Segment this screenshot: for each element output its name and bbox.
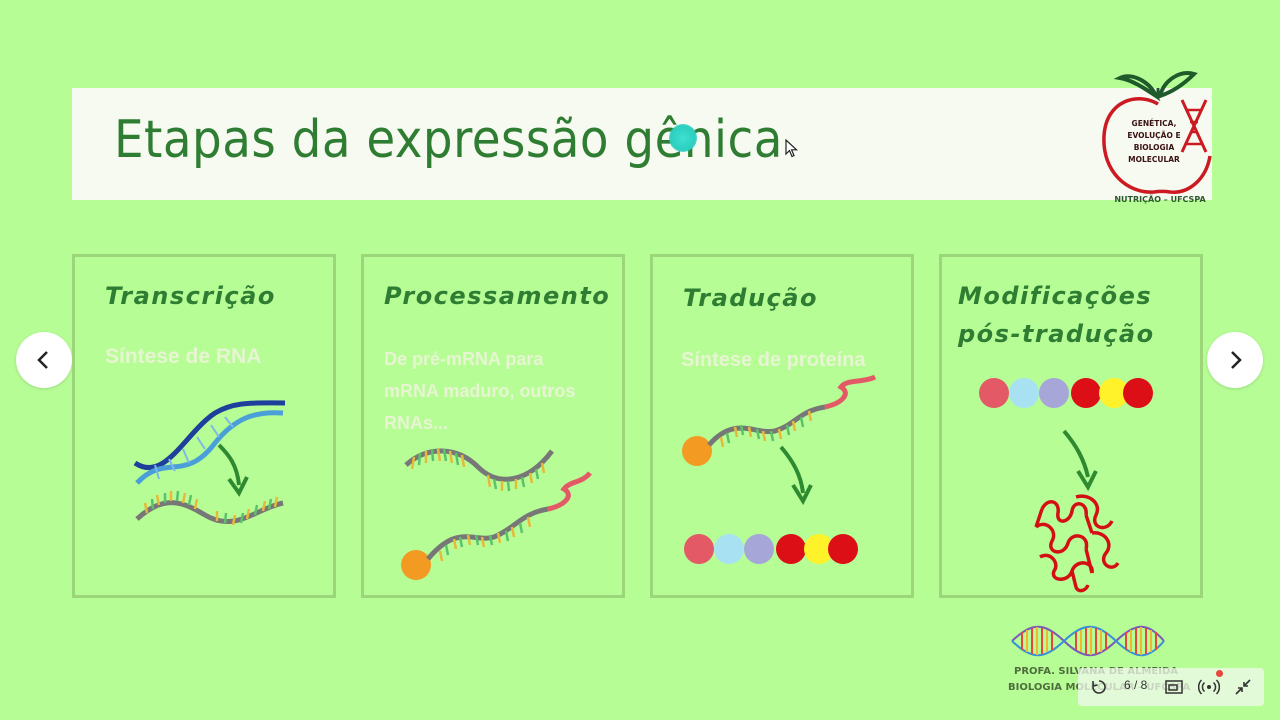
broadcast-icon[interactable]: [1198, 677, 1220, 697]
card-title: Tradução: [683, 284, 818, 312]
chevron-right-icon: [1231, 351, 1242, 369]
card-title-line: pós-tradução: [958, 320, 1155, 348]
mouse-pointer-icon: [785, 139, 799, 158]
card-subtitle: Síntese de proteína: [681, 349, 866, 371]
dna-strip-icon: [1011, 625, 1165, 657]
rna-processing-illustration: [401, 448, 592, 580]
chevron-left-icon: [37, 351, 48, 369]
card-modificacoes: Modificações pós-tradução: [939, 254, 1203, 598]
player-control-bar: 6 / 8: [1078, 668, 1264, 706]
card-title-line: Modificações: [958, 282, 1153, 310]
logo-text-3: BIOLOGIA: [1133, 143, 1175, 152]
laser-pointer: [669, 124, 697, 152]
card-subtitle: Síntese de RNA: [105, 345, 262, 368]
collapse-icon[interactable]: [1234, 678, 1252, 696]
dna-transcription-illustration: [133, 400, 286, 526]
card-title: Processamento: [384, 282, 611, 310]
card-subtitle-line: RNAs...: [384, 413, 449, 433]
picture-in-picture-icon[interactable]: [1164, 678, 1184, 696]
logo-text-1: GENÉTICA,: [1131, 119, 1177, 128]
logo-text-2: EVOLUÇÃO E: [1127, 131, 1181, 140]
card-transcricao: Transcrição Síntese de RNA: [72, 254, 336, 598]
replay-icon[interactable]: [1090, 678, 1108, 696]
course-logo: GENÉTICA, EVOLUÇÃO E BIOLOGIA MOLECULAR: [1098, 64, 1222, 210]
previous-slide-button[interactable]: [16, 332, 72, 388]
protein-folding-illustration: [979, 378, 1153, 593]
logo-caption: NUTRIÇÃO – UFCSPA: [1114, 195, 1206, 204]
page-indicator: 6 / 8: [1124, 678, 1148, 692]
title-band: [72, 88, 1212, 200]
translation-illustration: [682, 375, 877, 564]
card-traducao: Tradução Síntese de proteína: [650, 254, 914, 598]
live-indicator-dot: [1216, 670, 1223, 677]
apple-dna-logo-icon: [1102, 71, 1212, 194]
logo-text-4: MOLECULAR: [1128, 155, 1180, 164]
card-subtitle-line: De pré-mRNA para: [384, 349, 544, 369]
card-processamento: Processamento De pré-mRNA para mRNA madu…: [361, 254, 625, 598]
card-subtitle-line: mRNA maduro, outros: [384, 381, 576, 401]
card-title: Transcrição: [105, 282, 276, 310]
next-slide-button[interactable]: [1207, 332, 1263, 388]
